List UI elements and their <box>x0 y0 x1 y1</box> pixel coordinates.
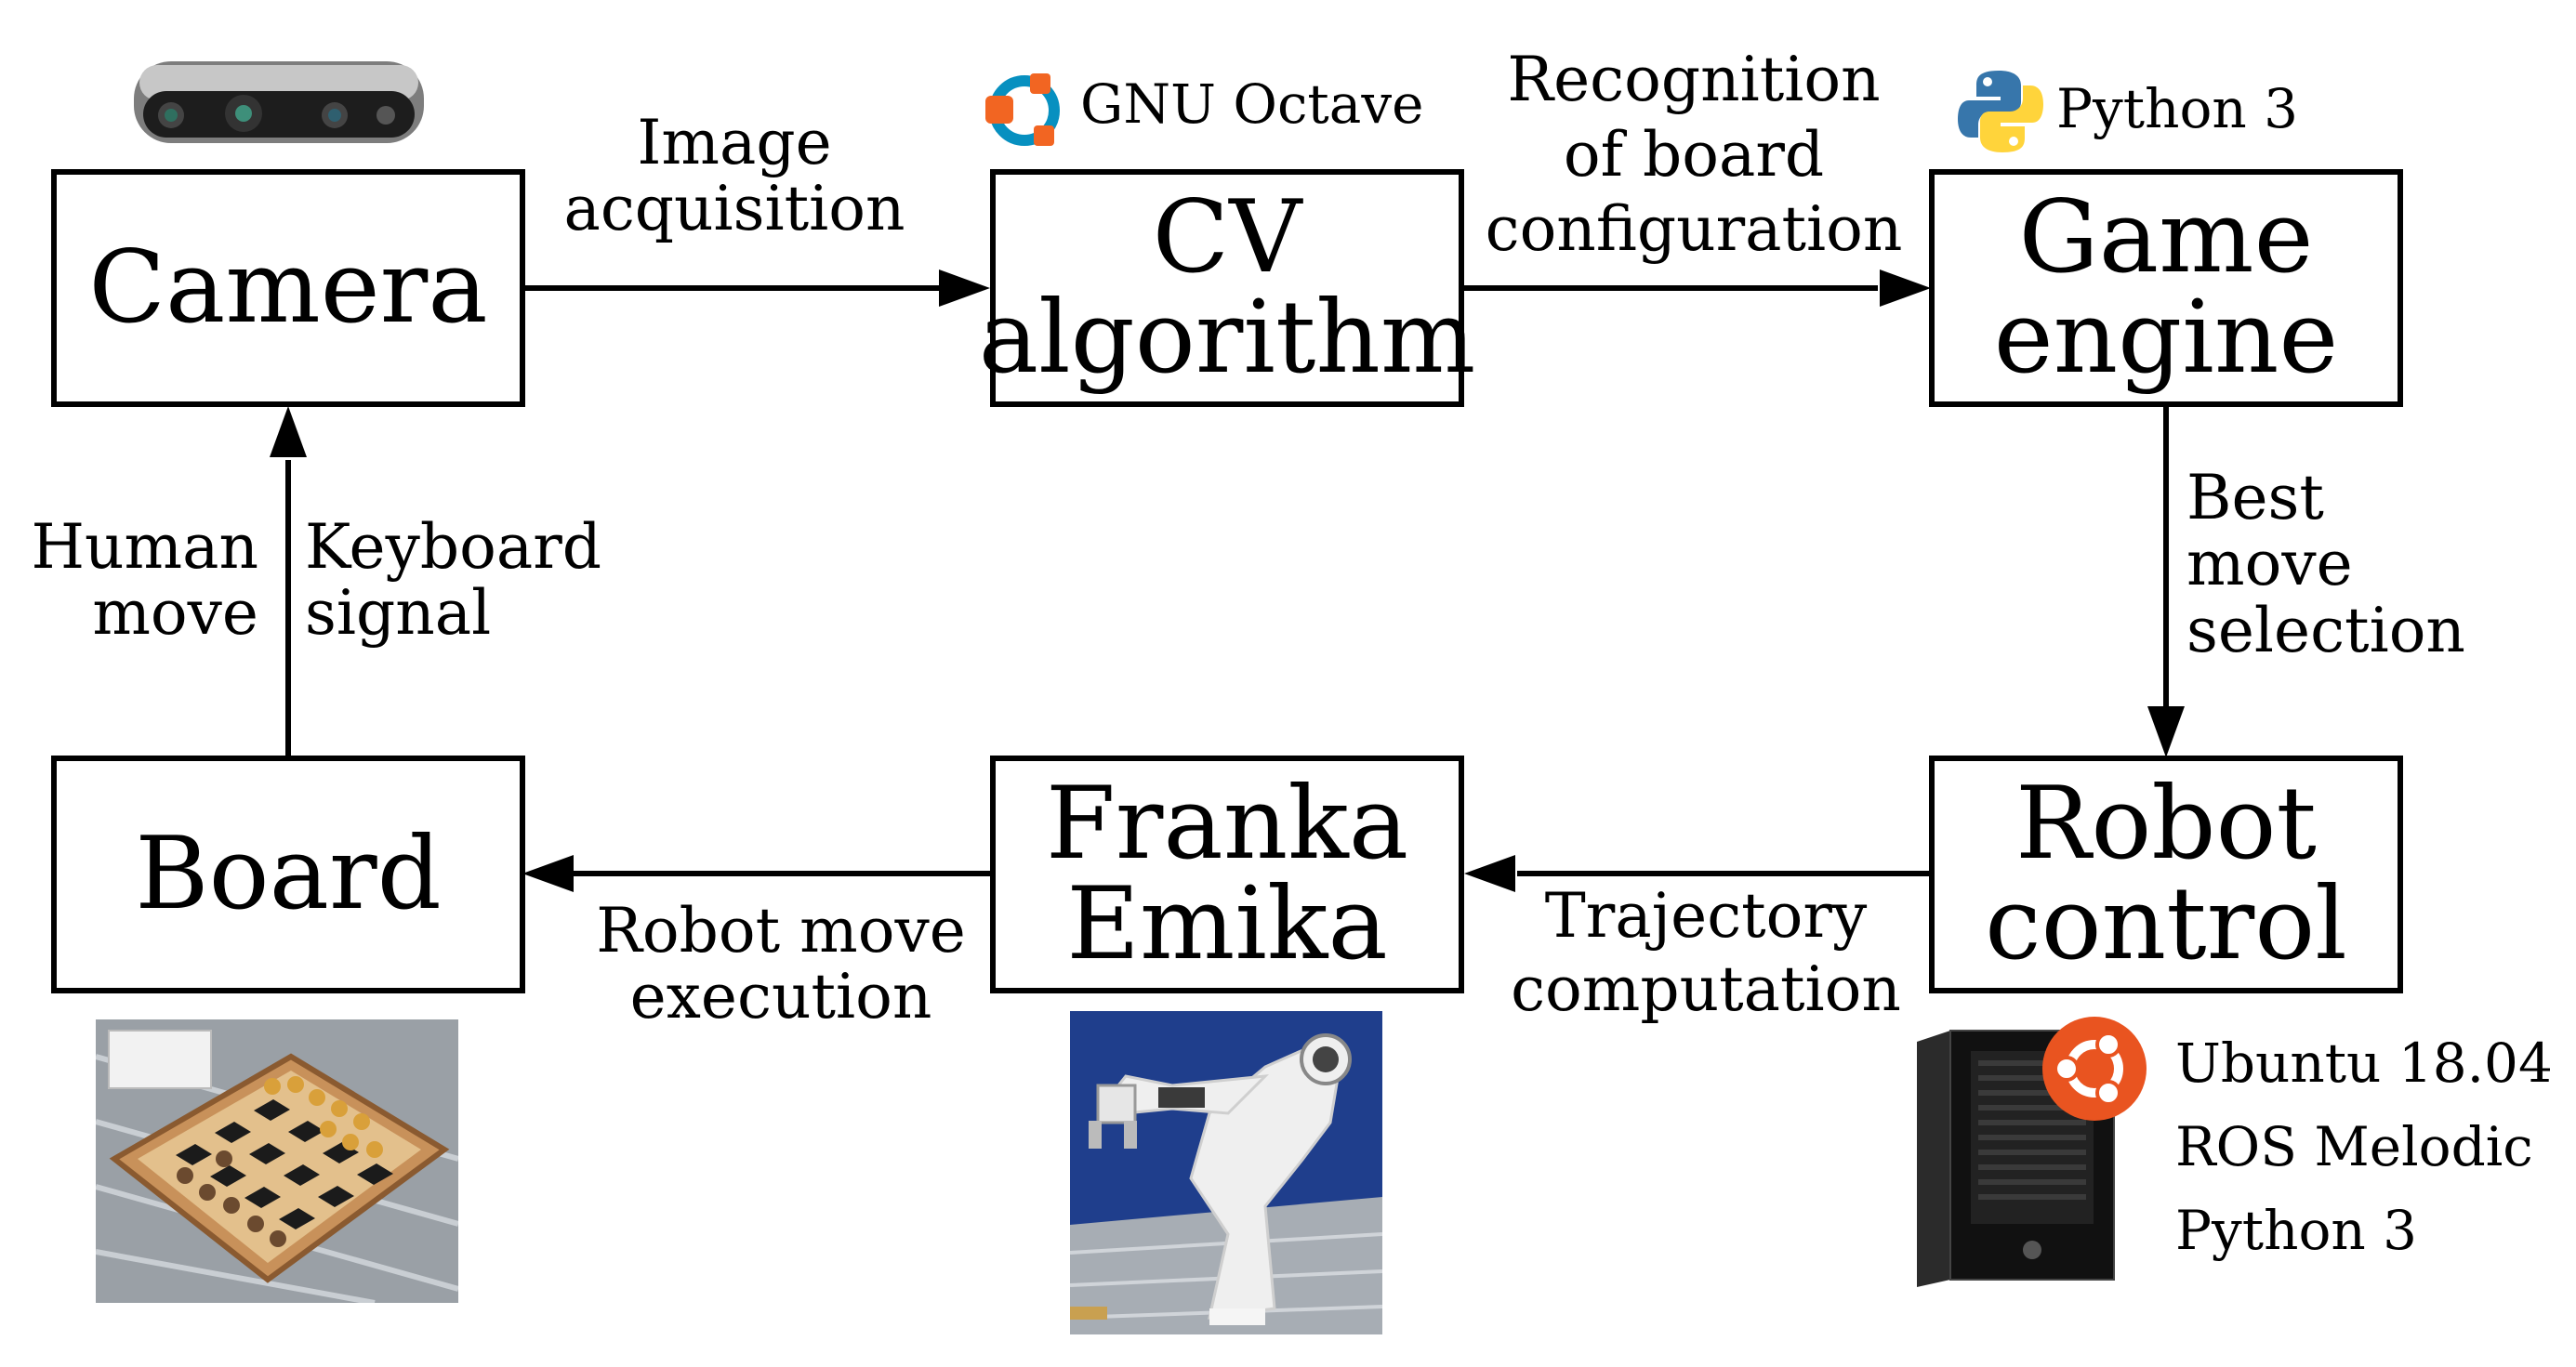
board-node-label: Board <box>135 816 442 932</box>
cv-node-line-2: algorithm <box>978 280 1476 396</box>
robot-node-line-2: control <box>1985 866 2347 982</box>
camera-node: Camera <box>51 169 525 407</box>
franka-node-line-2: Emika <box>1066 866 1388 982</box>
python-label: Python 3 <box>2056 77 2299 140</box>
robot-node-line-1: Robot <box>2015 766 2317 882</box>
arrowhead-cv <box>939 269 990 307</box>
pc-spec-list: Ubuntu 18.04 ROS Melodic Python 3 <box>2175 1022 2553 1273</box>
label-keyboard-signal: Keyboard signal <box>305 511 602 650</box>
arrowhead-franka <box>1464 855 1515 892</box>
label-trajectory-computation: Trajectory computation <box>1511 880 1901 1026</box>
game-node-line-1: Game <box>2018 179 2314 296</box>
arrowhead-robot <box>2147 706 2185 757</box>
board-node: Board <box>51 756 525 993</box>
game-engine-node: Game engine <box>1929 169 2403 407</box>
ubuntu-logo <box>2042 1017 2147 1121</box>
arrowhead-game <box>1880 269 1931 307</box>
franka-emika-node: Franka Emika <box>990 756 1464 993</box>
franka-node-line-1: Franka <box>1045 766 1409 882</box>
cv-algorithm-node: CV algorithm <box>979 169 1475 407</box>
label-human-move: Human move <box>31 511 258 650</box>
franka-robot-arm-photo <box>1070 1011 1382 1334</box>
camera-node-label: Camera <box>88 230 488 346</box>
gnu-octave-logo <box>985 73 1060 146</box>
checkers-board-photo <box>96 1019 458 1303</box>
cv-node-line-1: CV <box>1152 179 1302 296</box>
pc-spec-os: Ubuntu 18.04 <box>2175 1032 2553 1095</box>
python-logo <box>1958 71 2043 152</box>
pc-spec-python: Python 3 <box>2175 1198 2418 1262</box>
label-robot-move-execution: Robot move execution <box>596 895 966 1033</box>
arrowhead-camera <box>270 406 307 457</box>
robot-control-node: Robot control <box>1929 756 2403 993</box>
pc-spec-ros: ROS Melodic <box>2175 1114 2533 1178</box>
label-recognition: Recognition of board configuration <box>1485 44 1903 266</box>
game-node-line-2: engine <box>1993 280 2339 396</box>
octave-label: GNU Octave <box>1080 72 1424 136</box>
label-best-move-selection: Best move selection <box>2186 462 2465 666</box>
label-image-acquisition: Image acquisition <box>563 107 905 245</box>
depth-camera-icon <box>134 61 424 143</box>
arrowhead-board <box>522 855 574 892</box>
